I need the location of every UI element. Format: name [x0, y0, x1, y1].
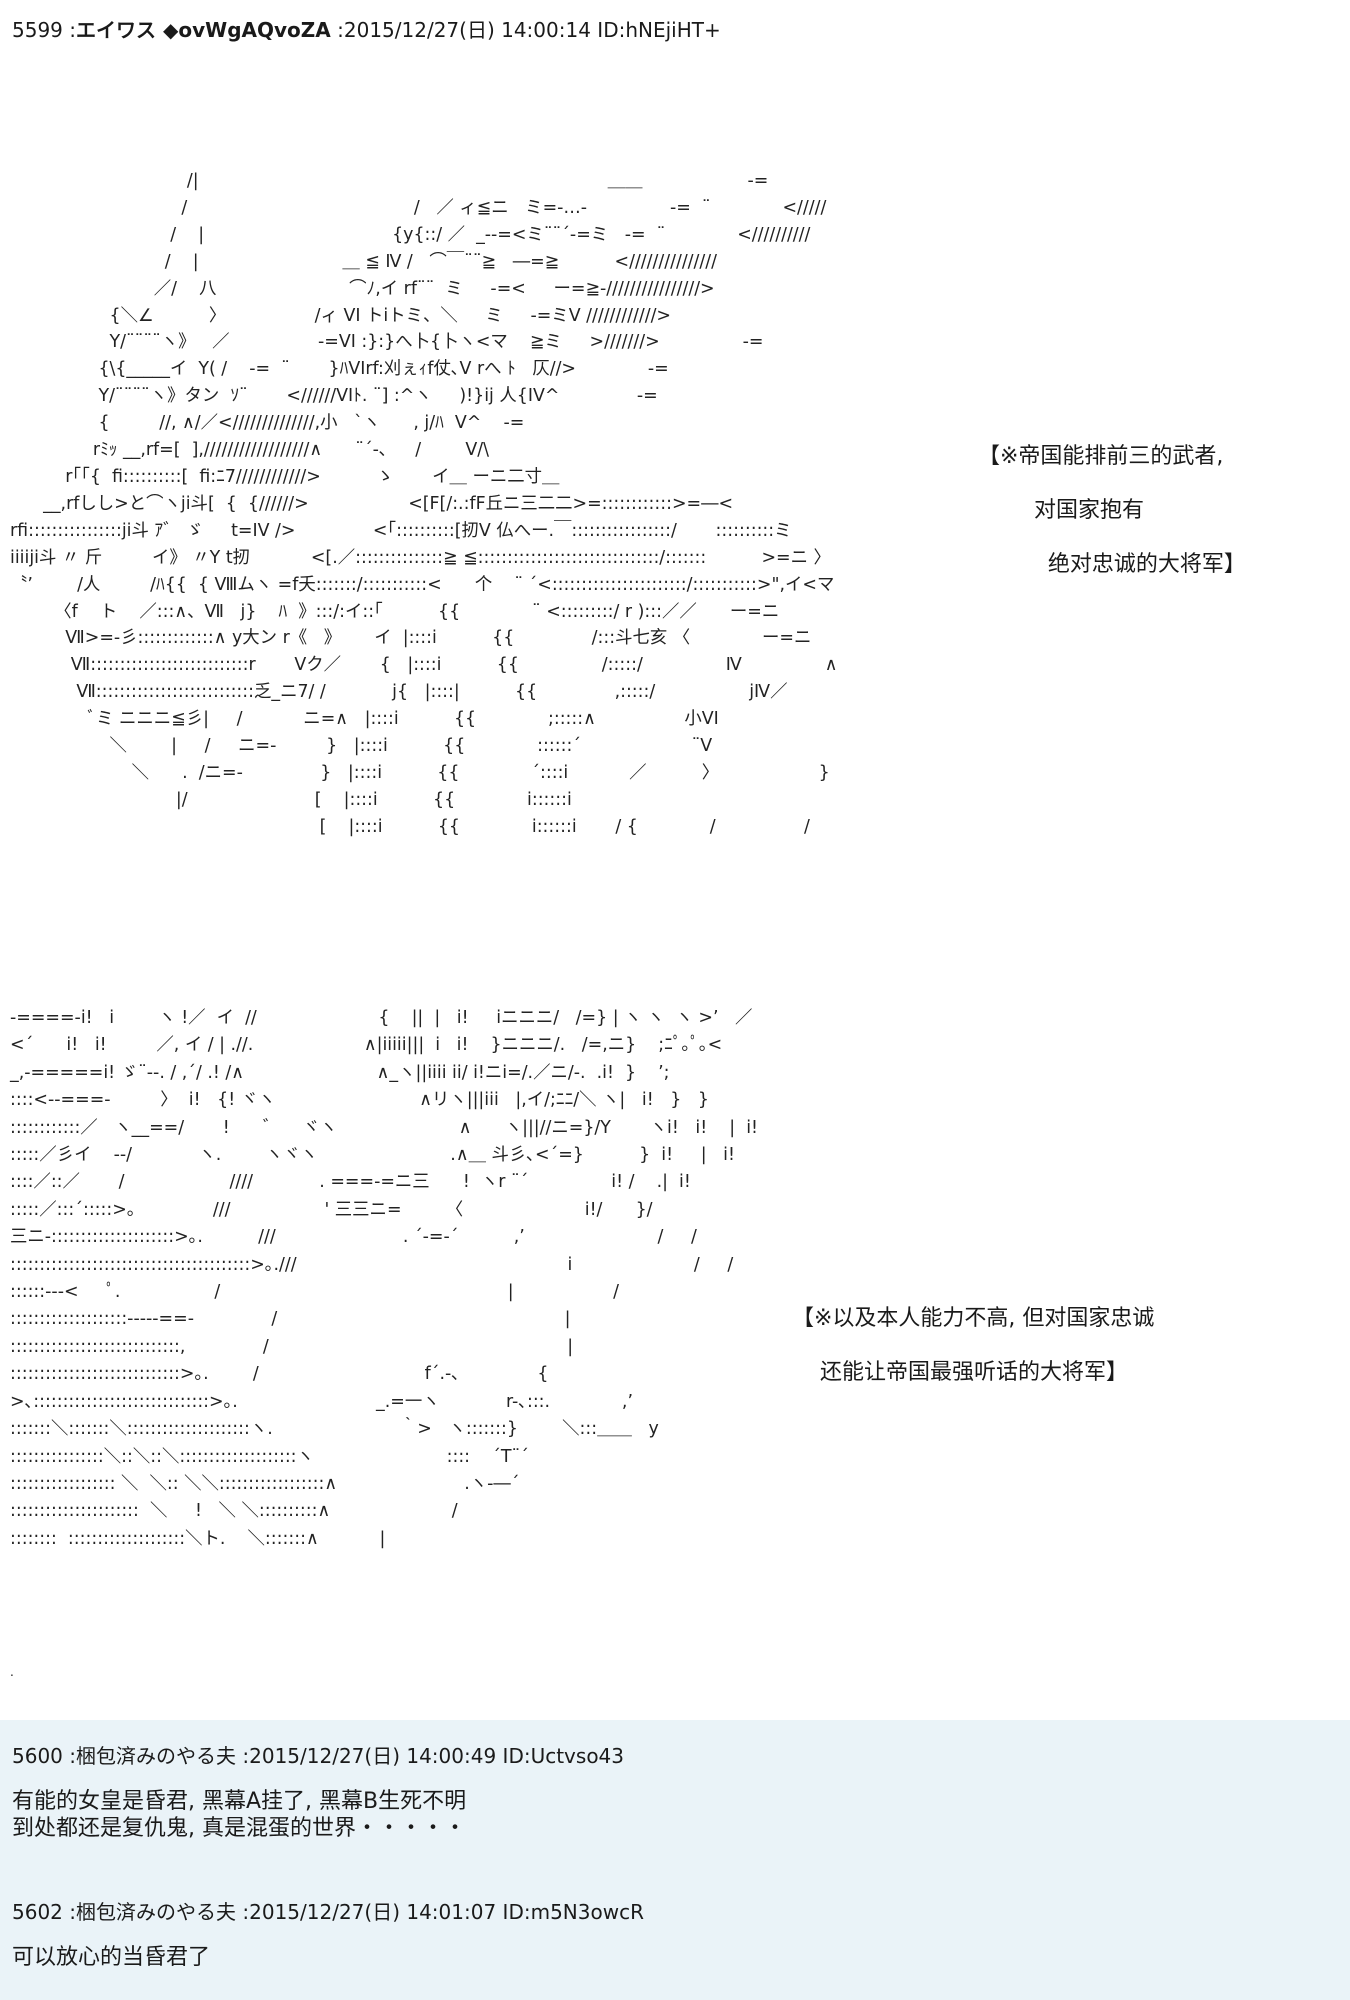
post-number[interactable]: 5602 — [12, 1900, 63, 1924]
ascii-art-bottom: -====-i! i ヽ !／ イ // { || | i! iニニニ/ /=}… — [10, 1008, 759, 1549]
post-id[interactable]: ID:Uctvso43 — [502, 1744, 625, 1768]
post-date: 2015/12/27(日) 14:00:14 — [343, 18, 591, 42]
post-date: 2015/12/27(日) 14:00:49 — [249, 1744, 497, 1768]
post-id[interactable]: ID:m5N3owcR — [502, 1900, 644, 1924]
post-number[interactable]: 5600 — [12, 1744, 63, 1768]
post-number[interactable]: 5599 — [12, 18, 63, 42]
post-date: 2015/12/27(日) 14:01:07 — [249, 1900, 497, 1924]
post-line: 可以放心的当昏君了 — [12, 1945, 211, 1970]
caption-top: 【※帝国能排前三的武者, 对国家抱有 绝对忠诚的大将军】 — [978, 444, 1246, 577]
post-body: 有能的女皇是昏君, 黑幕A挂了, 黑幕B生死不明 到处都还是复仇鬼, 真是混蛋的… — [12, 1788, 466, 1842]
post-author: エイワス ◆ovWgAQvoZA — [76, 18, 331, 42]
caption-bottom: 【※以及本人能力不高, 但对国家忠诚 还能让帝国最强听话的大将军】 — [792, 1306, 1155, 1385]
post-header: 5602 :梱包済みのやる夫 :2015/12/27(日) 14:01:07 I… — [12, 1900, 644, 1924]
post-header: 5599 :エイワス ◆ovWgAQvoZA :2015/12/27(日) 14… — [12, 18, 721, 42]
post-id[interactable]: ID:hNEjiHT+ — [597, 18, 721, 42]
post-line: 到处都还是复仇鬼, 真是混蛋的世界・・・・・ — [12, 1816, 466, 1841]
ascii-art-top: /| ＿＿ -= / / ／ ィ≦ニ ミ=-…- — [10, 171, 838, 837]
post-author: 梱包済みのやる夫 — [76, 1744, 237, 1768]
post-line: 有能的女皇是昏君, 黑幕A挂了, 黑幕B生死不明 — [12, 1789, 467, 1814]
post-5599: 5599 :エイワス ◆ovWgAQvoZA :2015/12/27(日) 14… — [10, 18, 1246, 1679]
stray-mark: . — [10, 1665, 14, 1679]
post-author: 梱包済みのやる夫 — [76, 1900, 237, 1924]
post-5600: 5600 :梱包済みのやる夫 :2015/12/27(日) 14:00:49 I… — [0, 1720, 1350, 1878]
post-body: 可以放心的当昏君了 — [12, 1944, 210, 1971]
post-5602: 5602 :梱包済みのやる夫 :2015/12/27(日) 14:01:07 I… — [0, 1878, 1350, 2000]
post-header: 5600 :梱包済みのやる夫 :2015/12/27(日) 14:00:49 I… — [12, 1744, 625, 1768]
